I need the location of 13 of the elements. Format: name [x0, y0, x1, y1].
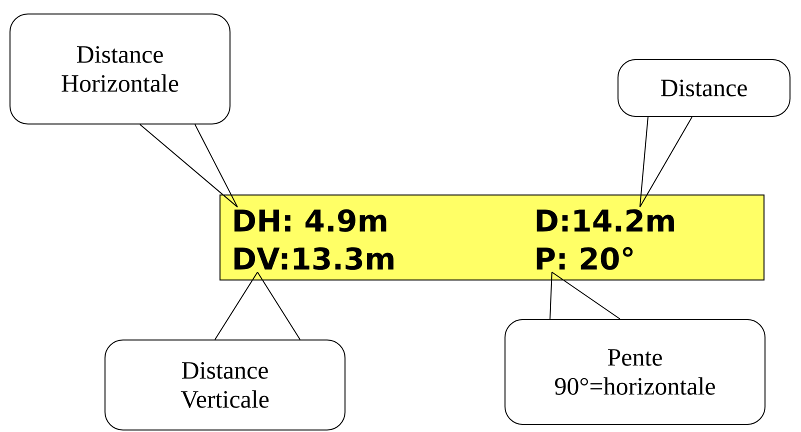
callout-tail — [214, 272, 300, 340]
callout-bubble: Distance — [618, 59, 790, 117]
callout-bubble: Distance Horizontale — [10, 14, 230, 124]
display-readout: DV:13.3m — [234, 247, 394, 270]
callout-tail — [639, 116, 692, 208]
display-readout: P: 20° — [536, 247, 633, 270]
display-readout: DH: 4.9m — [234, 209, 386, 232]
lcd-display — [220, 194, 764, 280]
callout-bubble: Distance Verticale — [104, 340, 346, 430]
display-readout: D:14.2m — [536, 209, 674, 232]
callout-bubble: Pente 90°=horizontale — [504, 319, 766, 425]
callout-tail — [140, 124, 238, 208]
callout-tail — [550, 272, 620, 320]
